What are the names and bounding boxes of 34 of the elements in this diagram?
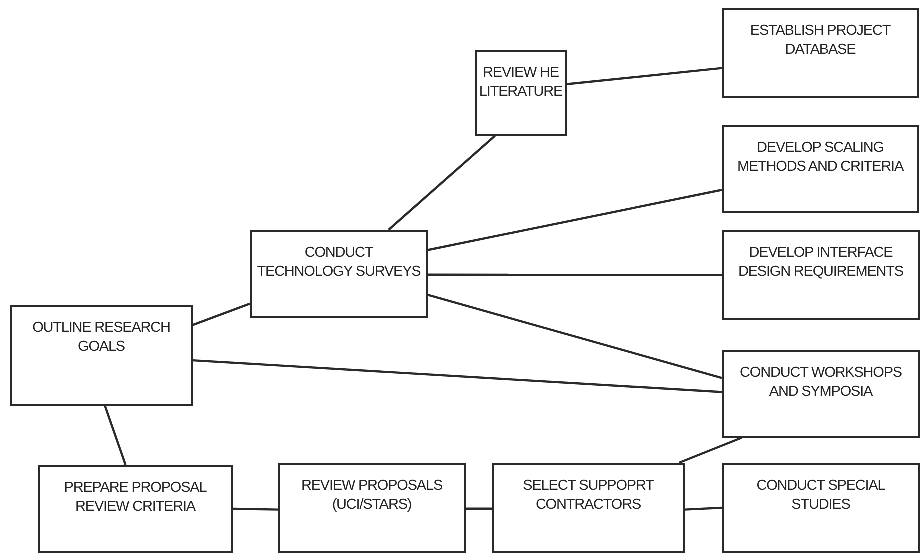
process-box	[722, 125, 919, 213]
process-box	[722, 8, 919, 98]
process-box	[10, 305, 193, 406]
process-box	[250, 230, 428, 318]
box-label: PREPARE PROPOSAL REVIEW CRITERIA	[63, 479, 208, 517]
connector-line	[566, 67, 722, 86]
box-label: CONDUCT SPECIAL STUDIES	[756, 477, 886, 515]
box-label: REVIEW HE LITERATURE	[479, 64, 563, 102]
process-box	[38, 465, 233, 553]
box-label: DEVELOP INTERFACE DESIGN REQUIREMENTS	[737, 244, 905, 282]
connector-line	[428, 294, 722, 380]
process-box	[278, 463, 466, 553]
connector-line	[428, 274, 722, 276]
connector-line	[684, 506, 722, 511]
connector-line	[192, 302, 250, 326]
process-box	[492, 463, 685, 553]
connector-line	[428, 189, 722, 252]
box-label: CONDUCT TECHNOLOGY SURVEYS	[256, 244, 422, 282]
box-label: CONDUCT WORKSHOPS AND SYMPOSIA	[739, 364, 903, 402]
connector-line	[388, 135, 496, 231]
connector-line	[192, 359, 722, 394]
box-label: OUTLINE RESEARCH GOALS	[32, 319, 172, 357]
connector-line	[104, 406, 127, 466]
process-box	[722, 230, 920, 320]
connector-line	[232, 508, 278, 511]
connector-line	[678, 436, 742, 464]
box-label: ESTABLISH PROJECT DATABASE	[749, 22, 892, 60]
process-box	[722, 350, 920, 438]
box-label: DEVELOP SCALING METHODS AND CRITERIA	[736, 139, 905, 177]
connector-line	[466, 508, 492, 510]
box-label: REVIEW PROPOSALS (UCI/STARS)	[300, 477, 444, 515]
box-label: SELECT SUPPOPRT CONTRACTORS	[522, 477, 656, 515]
process-box	[475, 50, 567, 136]
process-box	[722, 463, 920, 553]
